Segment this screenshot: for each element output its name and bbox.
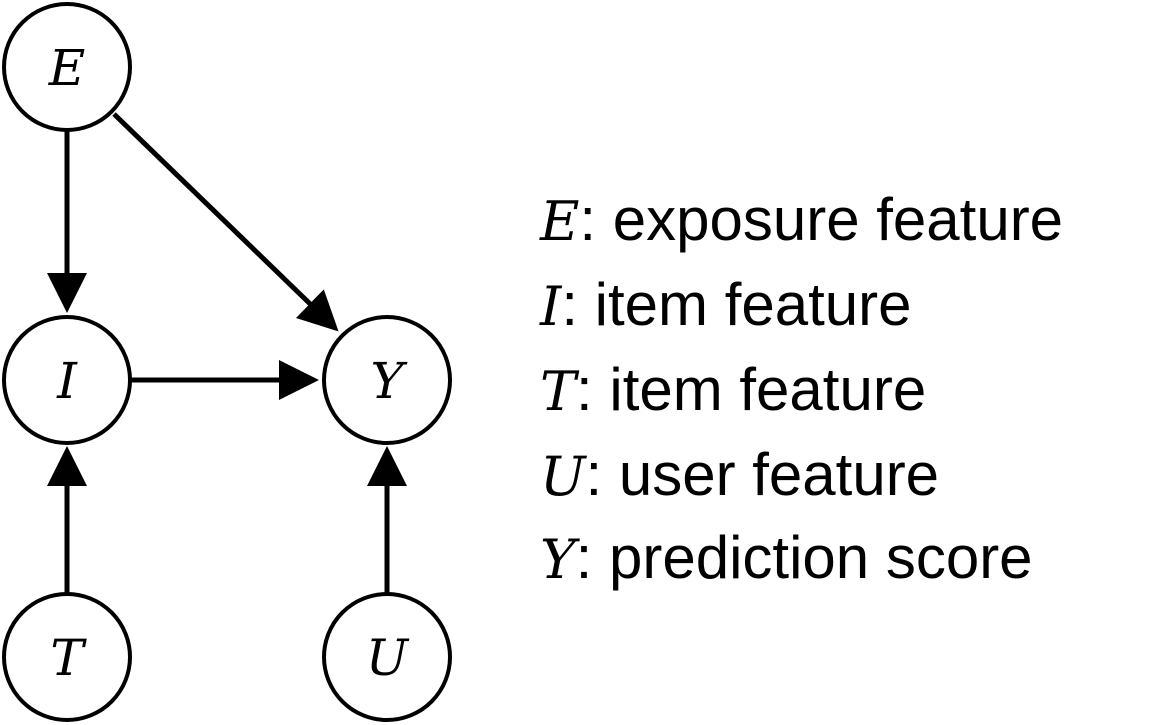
legend-item-i: I: item feature: [539, 271, 912, 338]
legend-var-e: E: [539, 190, 579, 253]
legend-item-u: U: user feature: [540, 441, 939, 508]
node-i-label: I: [56, 352, 78, 410]
node-e-circle: [2, 2, 132, 132]
legend-desc-i: : item feature: [561, 271, 911, 338]
node-e: E: [2, 2, 132, 132]
legend-desc-t: : item feature: [576, 356, 926, 423]
legend-var-y: Y: [540, 528, 580, 591]
legend-item-e: E: exposure feature: [539, 186, 1063, 253]
legend-desc-u: : user feature: [586, 441, 940, 508]
node-t: T: [2, 592, 132, 722]
legend-var-u: U: [540, 445, 587, 508]
node-u: U: [322, 592, 452, 722]
legend-var-i: I: [539, 275, 563, 338]
edges: [47, 112, 407, 593]
node-y: Y: [322, 315, 452, 445]
edge-e-to-y: [112, 112, 339, 332]
node-i-circle: [2, 315, 132, 445]
node-u-label: U: [366, 629, 410, 687]
legend-item-t: T: item feature: [540, 356, 926, 423]
node-i: I: [2, 315, 132, 445]
node-t-label: T: [50, 629, 87, 687]
legend-desc-y: : prediction score: [576, 524, 1033, 591]
legend-desc-e: : exposure feature: [579, 186, 1063, 253]
legend-item-y: Y: prediction score: [540, 524, 1033, 591]
node-y-label: Y: [370, 352, 407, 410]
node-y-circle: [322, 315, 452, 445]
node-u-circle: [322, 592, 452, 722]
legend-var-t: T: [540, 360, 580, 423]
legend: E: exposure feature I: item feature T: i…: [539, 186, 1063, 591]
node-e-label: E: [48, 39, 86, 97]
node-t-circle: [2, 592, 132, 722]
